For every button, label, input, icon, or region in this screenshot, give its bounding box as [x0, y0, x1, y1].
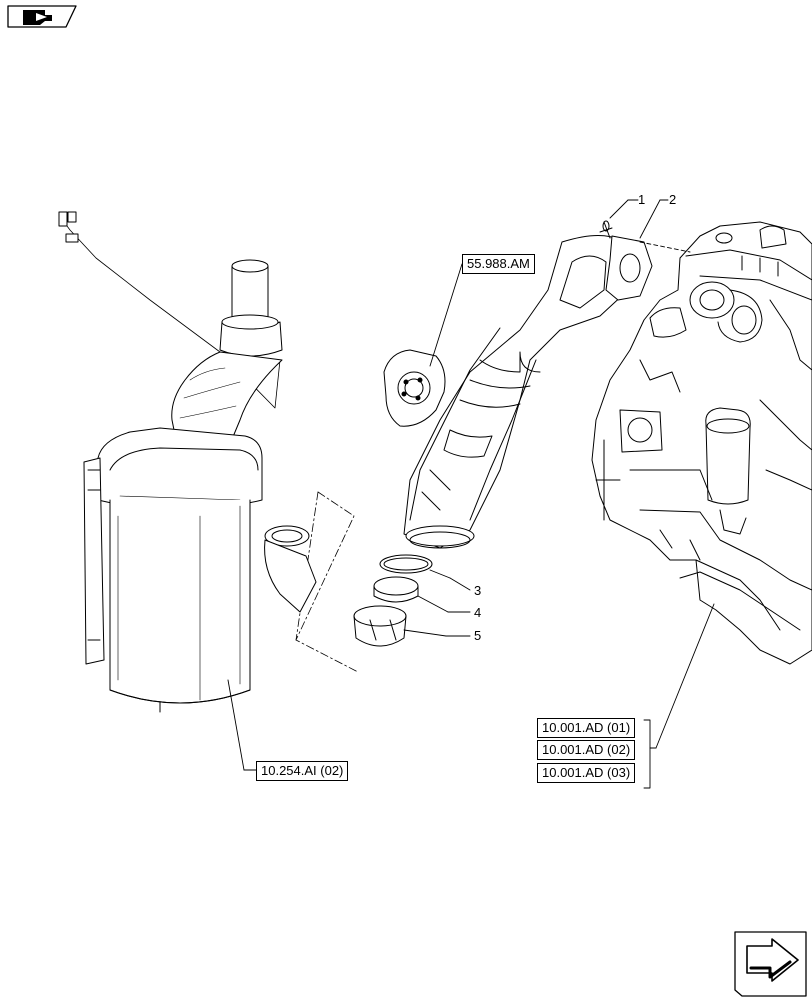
dpf-canister-drawing: [58, 211, 283, 713]
callout-4: 4: [474, 605, 482, 620]
book-arrow-icon[interactable]: [7, 5, 77, 28]
engine-block-drawing: [591, 221, 812, 665]
ref-link-10-001-ad-02[interactable]: 10.001.AD (02): [537, 740, 636, 760]
ref-link-10-254-ai-02[interactable]: 10.254.AI (02): [256, 761, 349, 781]
exhaust-pipe-drawing: [403, 220, 653, 549]
callout-1: 1: [638, 192, 646, 207]
ref-link-10-001-ad-03[interactable]: 10.001.AD (03): [537, 763, 636, 783]
ref-link-10-001-ad-01[interactable]: 10.001.AD (01): [537, 718, 636, 738]
callout-5: 5: [474, 628, 482, 643]
callout-3: 3: [474, 583, 482, 598]
callout-2: 2: [669, 192, 677, 207]
next-page-arrow-icon[interactable]: [734, 931, 807, 997]
leader-lines: [227, 199, 715, 789]
intermediate-pipe-drawing: [264, 525, 317, 613]
gasket-rings-drawing: [353, 554, 433, 647]
sensor-housing-drawing: [383, 349, 446, 427]
ref-link-55-988-am[interactable]: 55.988.AM: [462, 254, 535, 274]
